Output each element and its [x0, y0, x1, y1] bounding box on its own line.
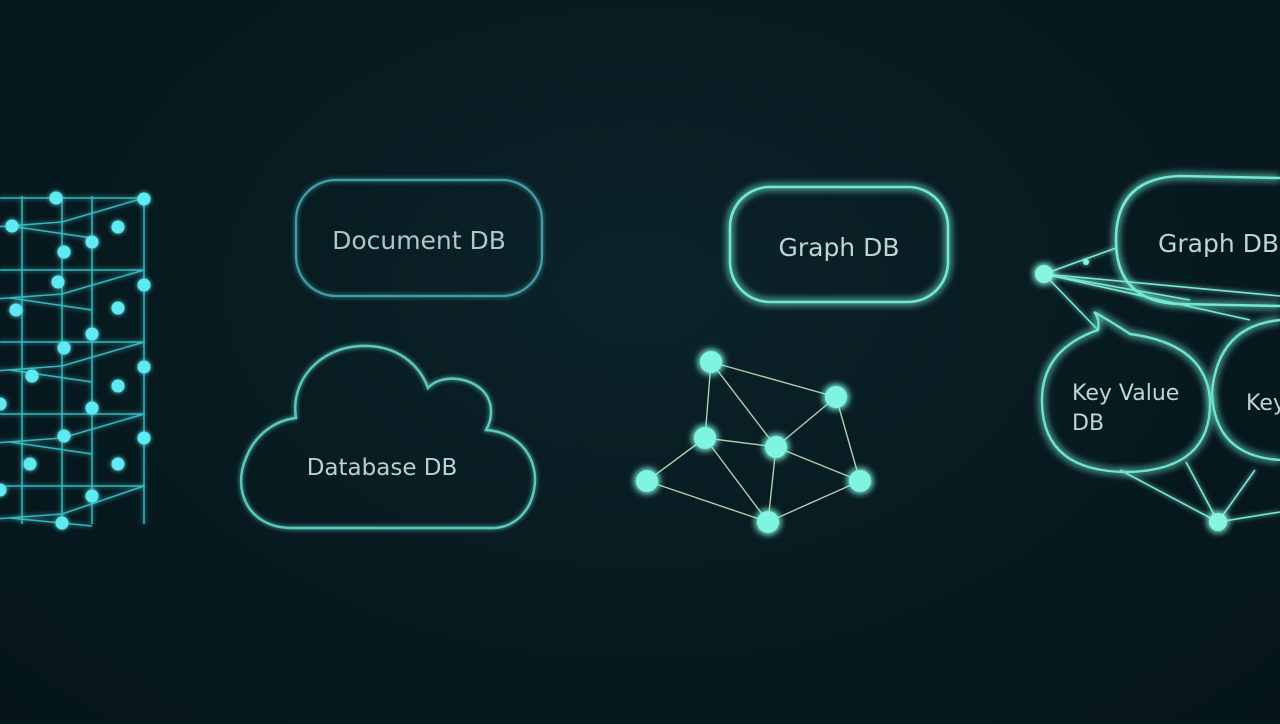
right-cluster: Graph DB Key Value DB Key [1035, 174, 1280, 531]
document-db-box: Document DB [294, 178, 544, 298]
cube-lattice-node [0, 397, 7, 411]
cube-lattice-node [0, 483, 7, 497]
cube-lattice-node [85, 401, 99, 415]
cube-lattice-node [111, 379, 125, 393]
cube-lattice-lines [0, 196, 145, 527]
graph-network-node [757, 511, 779, 533]
cube-lattice-node [85, 489, 99, 503]
cube-lattice-node [49, 191, 63, 205]
cube-lattice-node [9, 303, 23, 317]
key-value-db-label-line2: DB [1072, 411, 1104, 436]
cube-lattice-node [5, 219, 19, 233]
cube-lattice-node [57, 245, 71, 259]
cube-lattice-node [137, 431, 151, 445]
cube-lattice-node [51, 275, 65, 289]
graph-network-node [765, 436, 787, 458]
cube-lattice-node [137, 360, 151, 374]
cube-lattice-node [137, 278, 151, 292]
graph-network-node [700, 351, 722, 373]
key-value-db-label-line1: Key Value [1072, 381, 1179, 406]
cluster-node-bottom [1209, 513, 1227, 531]
database-db-label: Database DB [307, 455, 458, 481]
cube-lattice-icon [0, 191, 151, 530]
cube-lattice-node [57, 429, 71, 443]
cube-lattice-node [111, 301, 125, 315]
document-db-label: Document DB [332, 226, 506, 255]
cluster-node-left [1035, 265, 1053, 283]
graph-network-edges [646, 361, 861, 523]
graph-network-icon [636, 351, 871, 533]
cube-lattice-node [111, 220, 125, 234]
cube-lattice-node [85, 235, 99, 249]
key-bubble [1210, 318, 1280, 462]
graph-db-box-1: Graph DB [728, 185, 950, 304]
cube-lattice-node [111, 457, 125, 471]
cube-lattice-node [55, 516, 69, 530]
key-fragment-label: Key [1246, 391, 1280, 416]
graph-db-label-2: Graph DB [1158, 229, 1279, 258]
graph-db-box-2 [1114, 174, 1280, 308]
graph-network-node [825, 386, 847, 408]
graph-network-node [849, 470, 871, 492]
graph-db-label-1: Graph DB [778, 233, 899, 262]
cluster-node-small [1083, 259, 1089, 265]
cube-lattice-node [57, 341, 71, 355]
key-value-db-bubble [1040, 310, 1212, 474]
graph-network-node [636, 470, 658, 492]
cube-lattice-node [23, 457, 37, 471]
graph-network-node [694, 427, 716, 449]
cube-lattice-node [85, 327, 99, 341]
cube-lattice-node [137, 192, 151, 206]
cube-lattice-node [25, 369, 39, 383]
cloud-icon: Database DB [239, 344, 537, 530]
